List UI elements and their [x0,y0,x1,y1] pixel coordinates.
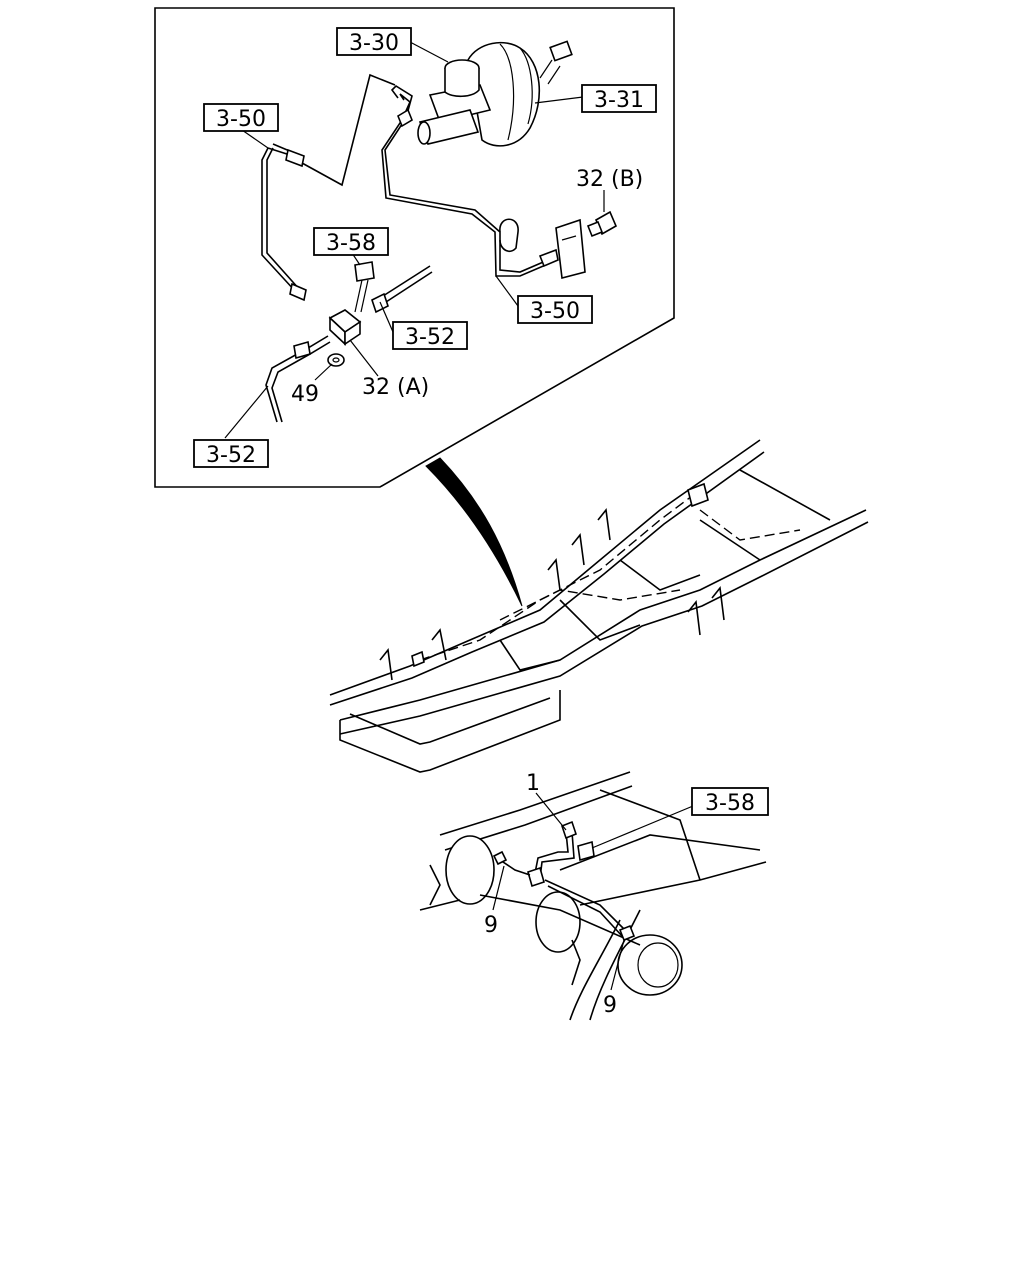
svg-text:3-58: 3-58 [326,231,376,256]
svg-text:3-52: 3-52 [206,443,256,468]
block-32a [328,309,362,346]
svg-text:3-52: 3-52 [405,325,455,350]
callout-3-30: 3-30 [336,27,412,56]
callout-3-58-inset: 3-58 [313,227,389,256]
callout-3-31: 3-31 [581,84,657,113]
chassis-frame [329,439,869,773]
bolt-3-58 [354,261,375,313]
svg-text:3-30: 3-30 [349,31,399,56]
svg-text:3-50: 3-50 [216,107,266,132]
label-49: 49 [291,382,319,407]
fitting-32b [586,210,618,238]
brake-pipe-left [261,73,396,302]
label-9-right: 9 [603,993,617,1018]
brake-pipe-right [381,84,586,280]
label-9-left: 9 [484,913,498,938]
brake-booster [467,40,573,147]
callout-3-50-right: 3-50 [517,295,593,324]
callout-3-50-left: 3-50 [203,103,279,132]
svg-text:3-50: 3-50 [530,299,580,324]
svg-text:3-31: 3-31 [594,88,644,113]
label-1: 1 [526,771,540,796]
callout-3-52-right: 3-52 [392,321,468,350]
svg-text:3-58: 3-58 [705,791,755,816]
master-cylinder [417,59,492,145]
callout-3-52-left: 3-52 [193,439,269,468]
leader-lines-inset [224,41,605,439]
rear-chassis [419,771,767,1021]
brake-pipe-3-52-left [265,335,331,423]
detail-inset [154,7,675,488]
detail-pointer [425,457,523,607]
label-32b: 32 (B) [576,167,643,192]
callout-3-58-rear: 3-58 [691,787,769,816]
label-32a: 32 (A) [362,375,429,400]
washer-49 [327,353,345,367]
